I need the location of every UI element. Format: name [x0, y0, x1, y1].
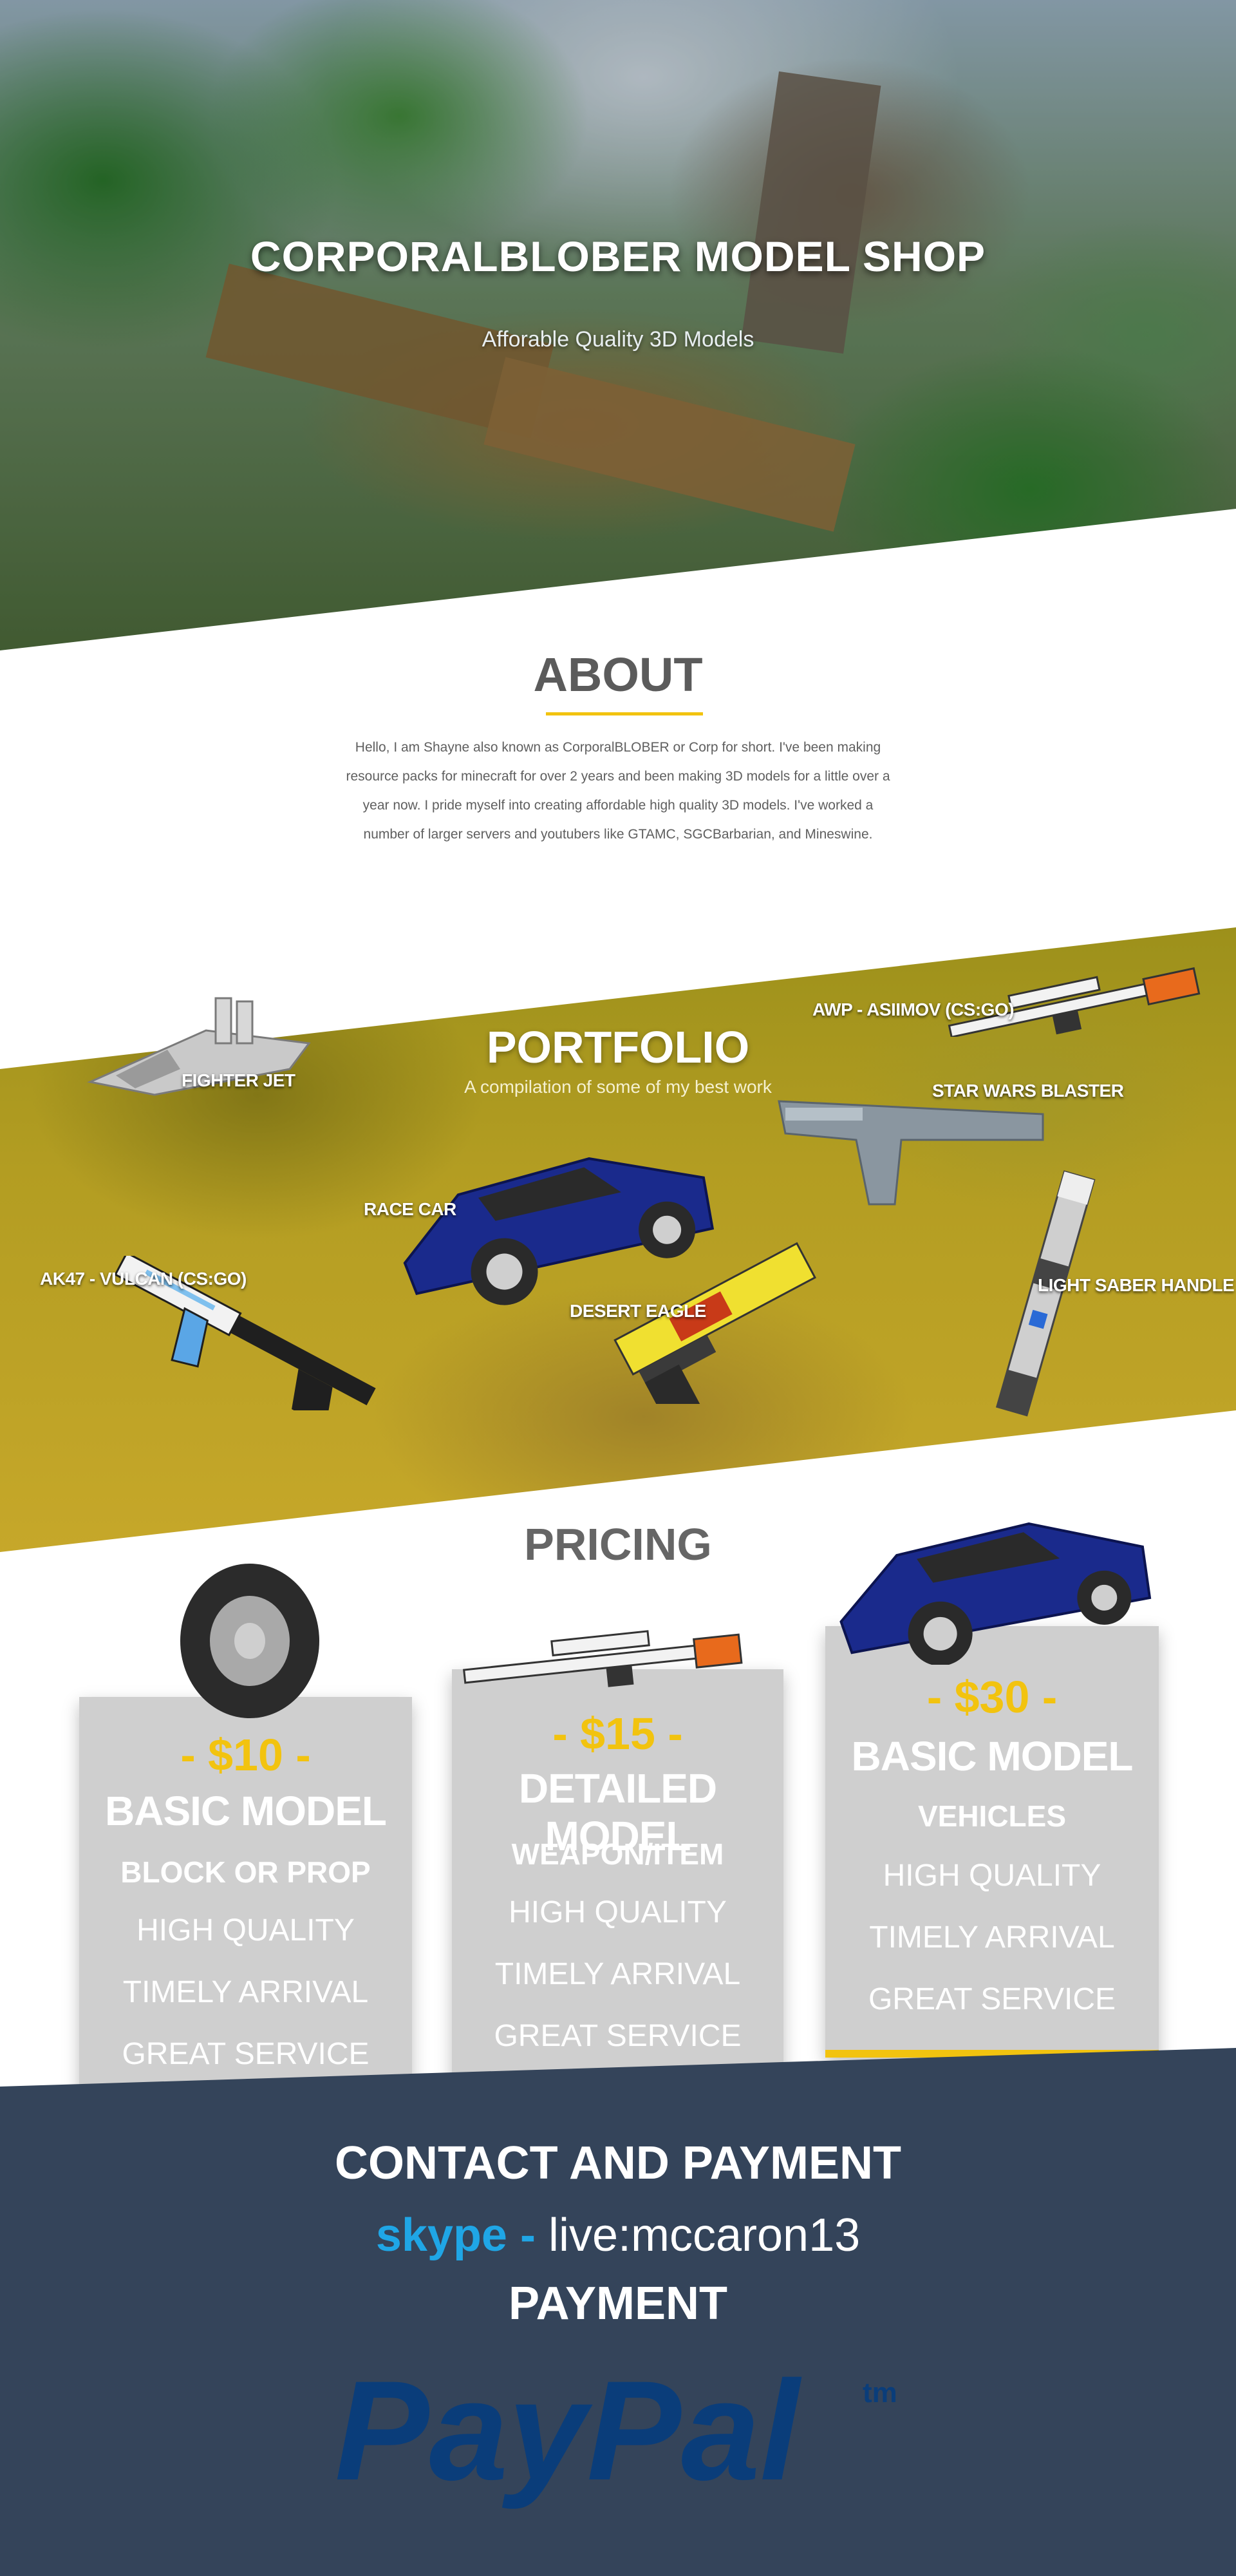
portfolio-top-edge	[0, 902, 1236, 1069]
hero-title: CORPORALBLOBER MODEL SHOP	[250, 232, 986, 280]
about-title: ABOUT	[533, 648, 703, 701]
plan-name: BASIC MODEL	[105, 1788, 387, 1834]
paypal-logo-text: PayPal	[335, 2351, 802, 2510]
pistol-icon	[613, 1242, 816, 1404]
tire-icon	[180, 1564, 319, 1718]
paypal-logo[interactable]: PayPal tm	[328, 2344, 908, 2512]
plan-feature: TIMELY ARRIVAL	[869, 1920, 1115, 1955]
plan-feature: TIMELY ARRIVAL	[494, 1957, 741, 1991]
blaster-icon	[778, 1100, 1044, 1206]
sniper-rifle-icon	[948, 967, 1201, 1037]
portfolio-subtitle: A compilation of some of my best work	[464, 1077, 772, 1097]
plan-category: BLOCK OR PROP	[120, 1855, 371, 1889]
paypal-tm: tm	[863, 2377, 897, 2409]
fighter-jet-icon	[87, 997, 311, 1096]
plan-category: WEAPON/ITEM	[511, 1837, 724, 1871]
skype-line: skype - live:mccaron13	[0, 2209, 1236, 2262]
plan-feature: GREAT SERVICE	[868, 1982, 1116, 2016]
portfolio-bottom-edge	[0, 1410, 1236, 1571]
plan-feature: HIGH QUALITY	[883, 1859, 1101, 1893]
hero-section: CORPORALBLOBER MODEL SHOP Afforable Qual…	[0, 0, 1236, 657]
plan-feature: GREAT SERVICE	[122, 2037, 370, 2071]
race-car-icon	[839, 1522, 1152, 1665]
portfolio-item-label: FIGHTER JET	[182, 1070, 295, 1090]
portfolio-item-label: DESERT EAGLE	[570, 1301, 706, 1321]
sniper-rifle-icon	[463, 1630, 743, 1687]
skype-label: skype -	[375, 2210, 536, 2261]
plan-price: - $30 -	[926, 1672, 1058, 1722]
portfolio-section: PORTFOLIO A compilation of some of my be…	[0, 902, 1236, 1571]
portfolio-clip-edges	[0, 902, 1236, 1571]
contact-title: CONTACT AND PAYMENT	[335, 2137, 901, 2189]
pricing-card-2[interactable]: - $15 - DETAILED MODEL WEAPON/ITEM HIGH …	[452, 1669, 783, 2101]
plan-feature: HIGH QUALITY	[136, 1913, 355, 1947]
plan-name: BASIC MODEL	[851, 1733, 1134, 1779]
plan-price: - $10 -	[180, 1730, 311, 1780]
portfolio-item-label: LIGHT SABER HANDLE	[1038, 1275, 1235, 1295]
pricing-card-1[interactable]: - $10 - BASIC MODEL BLOCK OR PROP HIGH Q…	[79, 1697, 412, 2128]
hero-subtitle: Afforable Quality 3D Models	[482, 327, 754, 352]
skype-id[interactable]: live:mccaron13	[548, 2210, 861, 2261]
portfolio-item-label: AK47 - VULCAN (CS:GO)	[40, 1269, 247, 1289]
plan-category: VEHICLES	[917, 1799, 1067, 1833]
about-text: Hello, I am Shayne also known as Corpora…	[346, 740, 890, 842]
plan-feature: GREAT SERVICE	[494, 2019, 742, 2053]
contact-background	[0, 2048, 1236, 2576]
assault-rifle-icon	[114, 1256, 376, 1410]
portfolio-item-label: AWP - ASIIMOV (CS:GO)	[812, 999, 1015, 1019]
light-saber-icon	[995, 1170, 1096, 1417]
contact-section	[0, 2048, 1236, 2576]
plan-feature: HIGH QUALITY	[509, 1895, 727, 1929]
plan-price: - $15 -	[552, 1709, 683, 1759]
portfolio-item-label: RACE CAR	[364, 1199, 456, 1219]
about-underline	[546, 712, 703, 715]
portfolio-title: PORTFOLIO	[486, 1022, 750, 1072]
payment-title: PAYMENT	[508, 2278, 728, 2329]
plan-name: DETAILED MODEL	[518, 1765, 717, 1859]
plan-feature: TIMELY ARRIVAL	[122, 1975, 369, 2009]
portfolio-item-label: STAR WARS BLASTER	[932, 1081, 1124, 1101]
race-car-icon	[403, 1157, 715, 1305]
pricing-title: PRICING	[524, 1519, 712, 1569]
pricing-card-3[interactable]: - $30 - BASIC MODEL VEHICLES HIGH QUALIT…	[825, 1626, 1159, 2058]
